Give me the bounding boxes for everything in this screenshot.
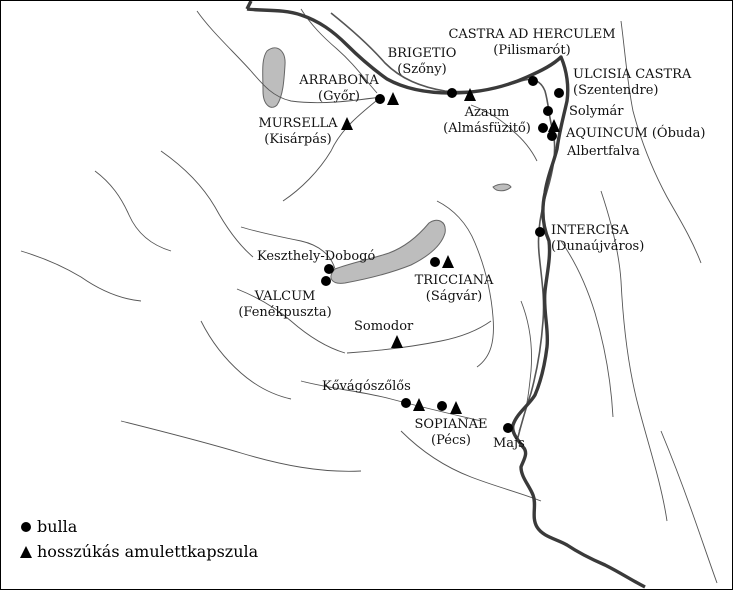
label-pecs: (Pécs) [431,433,471,448]
label-azaum-name: Azaum [464,105,510,120]
amulet-kovagoszolos [413,398,425,411]
label-arrabona: ARRABONA (Győr) [299,73,379,105]
label-szony: (Szőny) [397,62,447,77]
filled-triangle-icon [20,545,32,558]
label-solymar: Solymár [569,104,624,120]
label-sopianae: SOPIANAE (Pécs) [414,417,487,449]
lake-small [492,183,512,192]
lake-ferto [262,47,286,108]
label-fenekpuszta: (Fenékpuszta) [238,305,332,320]
amulet-sagvar [442,255,454,268]
bulla-gyor [375,94,385,104]
label-valcum: VALCUM (Fenékpuszta) [238,289,331,321]
label-solymar-name: Solymár [569,104,624,119]
label-majs-name: Majs [493,436,525,451]
province-border-top [245,1,253,10]
label-azaum: Azaum (Almásfüzitő) [443,105,531,137]
label-aquincum-name: AQUINCUM (Óbuda) [566,126,706,141]
legend-bulla-label: bulla [37,517,78,536]
bulla-kovagoszolos [401,398,411,408]
bulla-albertfalva [547,131,557,141]
label-mursella: MURSELLA (Kisárpás) [258,116,337,148]
label-albertfalva: Albertfalva [567,144,640,160]
label-mursella-name: MURSELLA [258,116,338,131]
label-almasfuzito: (Almásfüzitő) [443,121,531,136]
label-dunaujvaros: (Dunaújváros) [551,239,645,254]
label-gyor: (Győr) [318,89,360,104]
legend-row-amulet: hosszúkás amulettkapszula [19,539,258,564]
label-somodor-name: Somodor [354,319,414,334]
amulet-azaum [464,88,476,101]
label-pilismarot: (Pilismarót) [493,43,571,58]
label-brigetio: BRIGETIO (Szőny) [388,46,457,78]
bulla-solymar [543,106,553,116]
bulla-pecs [437,401,447,411]
label-aquincum: AQUINCUM (Óbuda) [566,126,705,142]
label-arrabona-name: ARRABONA [299,73,379,88]
label-albertfalva-name: Albertfalva [567,144,640,159]
label-sopianae-name: SOPIANAE [414,417,488,432]
bulla-fenekpuszta [321,276,331,286]
label-castra-ad-herculem: CASTRA AD HERCULEM (Pilismarót) [448,27,615,59]
label-sagvar: (Ságvár) [425,289,483,304]
label-intercisa: INTERCISA (Dunaújváros) [551,223,644,255]
label-tricciana-name: TRICCIANA [414,273,494,288]
label-ulcisia-castra-name: ULCISIA CASTRA [573,67,692,82]
label-tricciana: TRICCIANA (Ságvár) [415,273,494,305]
label-kisarpas: (Kisárpás) [264,132,332,147]
amulet-gyor [387,92,399,105]
label-keszthely-name: Keszthely-Dobogó [257,249,376,264]
bulla-markers [321,76,564,433]
filled-circle-icon [21,521,31,532]
bulla-pilismarot [528,76,538,86]
label-szentendre: (Szentendre) [573,83,659,98]
bulla-sagvar [430,257,440,267]
bulla-szentendre [554,88,564,98]
label-kovagoszolos-name: Kővágószőlős [322,379,411,394]
legend-row-bulla: bulla [19,514,258,539]
label-castra-ad-herculem-name: CASTRA AD HERCULEM [448,27,616,42]
bulla-szony [447,88,457,98]
amulet-markers [341,88,560,414]
label-intercisa-name: INTERCISA [551,223,629,238]
amulet-pecs [450,401,462,414]
label-majs: Majs [493,436,525,452]
bulla-keszthely [324,264,334,274]
province-border [246,7,646,589]
amulet-kisarpas [341,117,353,130]
legend-amulet-label: hosszúkás amulettkapszula [37,542,259,561]
label-ulcisia-castra: ULCISIA CASTRA (Szentendre) [573,67,691,99]
bulla-dunaujvaros [535,227,545,237]
amulet-obuda [548,119,560,132]
bulla-majs [503,423,513,433]
label-kovagoszolos: Kővágószőlős [322,379,411,395]
label-keszthely: Keszthely-Dobogó [257,249,375,265]
legend: bulla hosszúkás amulettkapszula [19,514,258,564]
label-brigetio-name: BRIGETIO [387,46,457,61]
label-valcum-name: VALCUM [254,289,316,304]
amulet-somodor [391,335,403,348]
label-somodor: Somodor [354,319,413,335]
lake-balaton [330,219,446,284]
bulla-obuda [538,123,548,133]
